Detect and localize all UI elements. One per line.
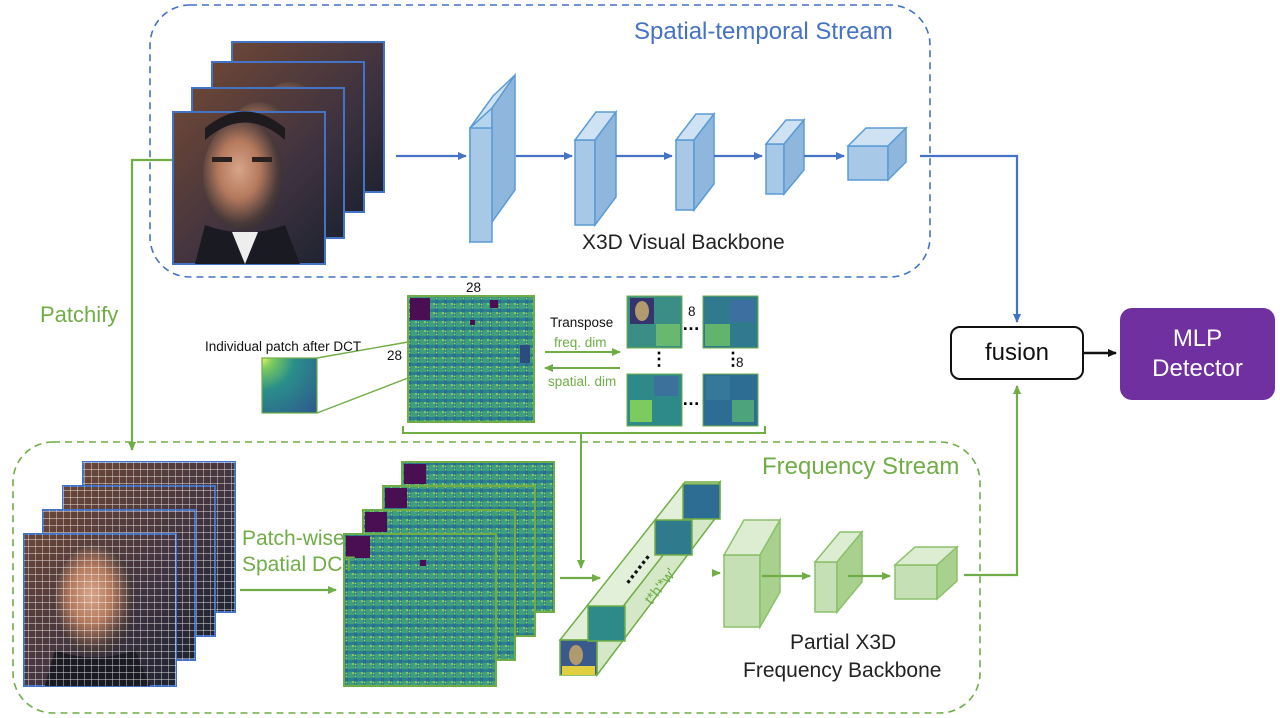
individual-patch-label: Individual patch after DCT [205,339,362,354]
token-sequence: ...... [558,479,722,678]
gridded-frames-stack [23,461,236,687]
frequency-stream-boundary [12,441,981,714]
visual-backbone-blocks [469,72,908,244]
visual-flow-arrows [396,152,1021,323]
grid-cols-label: 8 [688,304,696,319]
video-frame-front [172,111,326,265]
video-frames-stack [172,41,385,265]
patchify-label: Patchify [40,302,119,327]
freq-dim-label: freq. dim [554,335,607,350]
dct-step-line2: Spatial DCT [242,553,356,576]
grid-rows-label: 8 [736,355,744,370]
dct-dimension-side: 28 [387,348,403,363]
visual-backbone-label: X3D Visual Backbone [582,231,785,254]
frequency-flow-arrows [712,385,1021,580]
grid-tile [702,295,759,349]
sequence-token [682,483,721,520]
grid-dots-horizontal-bottom: … [682,389,700,409]
visual-block-3 [674,111,716,213]
frequency-stream-title: Frequency Stream [762,453,960,480]
grid-tile [626,295,683,349]
mlp-detector-box: MLP Detector [1120,308,1275,400]
spatial-temporal-stream-boundary [149,4,931,278]
frequency-backbone-blocks [722,517,959,630]
fusion-label: fusion [984,339,1050,366]
frequency-block-2 [813,529,864,615]
sequence-token [559,639,598,676]
individual-patch [261,341,409,414]
patchify-arrow [128,158,172,451]
grid-tile [702,373,759,427]
visual-block-4 [764,117,806,197]
patch-detail-bracket [402,426,766,569]
frequency-block-3 [893,545,959,601]
dct-frame-front [343,533,497,687]
frequency-block-1 [722,517,782,630]
transposed-grid [626,295,759,427]
gridded-frame-front [23,533,177,687]
dct-frames-stack [343,461,555,687]
frequency-backbone-line1: Partial X3D [790,631,897,654]
dct-dimension-top: 28 [466,280,482,295]
transpose-label: Transpose [550,315,614,330]
visual-block-2 [573,109,618,228]
grid-tile [626,373,683,427]
grid-dots-horizontal: … [682,314,700,334]
visual-block-1 [469,72,516,244]
dct-step-line1: Patch-wise [242,527,345,550]
grid-dots-vertical: ⋮ [650,349,668,369]
grid-dots-vertical-right: ⋮ [724,349,742,369]
dct-patch-map [407,295,535,423]
transpose-arrows [544,348,621,372]
detector-line2: Detector [1152,355,1243,382]
sequence-token [654,519,693,556]
fusion-box: fusion [950,326,1084,380]
detector-line1: MLP [1172,325,1223,352]
spatial-dim-label: spatial. dim [548,374,617,389]
visual-block-5 [846,126,908,182]
spatial-temporal-stream-title: Spatial-temporal Stream [634,18,893,45]
frequency-backbone-line2: Frequency Backbone [743,659,942,682]
sequence-token [587,605,626,642]
